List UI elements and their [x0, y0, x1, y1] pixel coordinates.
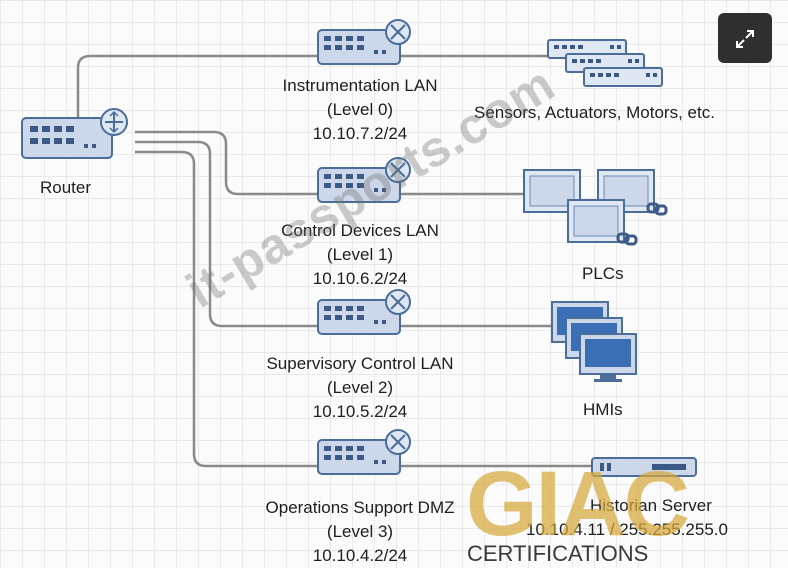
- connection-lines: [76, 54, 592, 468]
- hmis-label: HMIs: [583, 400, 623, 419]
- plcs-label: PLCs: [582, 264, 624, 283]
- link-router-level3: [135, 150, 318, 468]
- lan-level0-level: (Level 0): [326, 100, 394, 119]
- lan-level0-ip: 10.10.7.2/24: [312, 124, 408, 143]
- expand-icon: [736, 30, 754, 49]
- lan-level1-ip: 10.10.6.2/24: [312, 269, 408, 288]
- historian-server-icon: [591, 457, 697, 477]
- lan-level3-ip: 10.10.4.2/24: [312, 546, 408, 565]
- lan-level1-name: Control Devices LAN: [281, 221, 439, 240]
- hmi-icon: [551, 301, 637, 383]
- switch-level0-icon: [317, 19, 411, 65]
- lan-level2-label: Supervisory Control LAN (Level 2) 10.10.…: [255, 352, 465, 424]
- link-router-level0: [76, 54, 318, 118]
- plc-icon: [522, 168, 668, 246]
- lan-level2-level: (Level 2): [326, 378, 394, 397]
- lan-level2-ip: 10.10.5.2/24: [312, 402, 408, 421]
- lan-level0-name: Instrumentation LAN: [282, 76, 438, 95]
- lan-level3-label: Operations Support DMZ (Level 3) 10.10.4…: [255, 496, 465, 568]
- giac-logo-subtitle: CERTIFICATIONS: [467, 541, 649, 566]
- link-router-level2: [135, 140, 318, 328]
- link-router-level1: [135, 130, 318, 196]
- lan-level1-label: Control Devices LAN (Level 1) 10.10.6.2/…: [265, 219, 455, 291]
- switch-level1-icon: [317, 157, 411, 203]
- historian-ip-label: 10.10.4.11 / 255.255.255.0: [526, 520, 728, 539]
- expand-button[interactable]: [718, 13, 772, 63]
- historian-name-label: Historian Server: [590, 496, 712, 515]
- sensors-icon: [547, 39, 663, 87]
- router-label: Router: [40, 178, 92, 197]
- switch-level3-icon: [317, 429, 411, 475]
- lan-level3-name: Operations Support DMZ: [265, 498, 455, 517]
- switch-level2-icon: [317, 289, 411, 335]
- lan-level0-label: Instrumentation LAN (Level 0) 10.10.7.2/…: [265, 74, 455, 146]
- lan-level3-level: (Level 3): [326, 522, 394, 541]
- lan-level1-level: (Level 1): [326, 245, 394, 264]
- sensors-label: Sensors, Actuators, Motors, etc.: [474, 103, 715, 122]
- lan-level2-name: Supervisory Control LAN: [266, 354, 454, 373]
- router-icon: [21, 108, 128, 159]
